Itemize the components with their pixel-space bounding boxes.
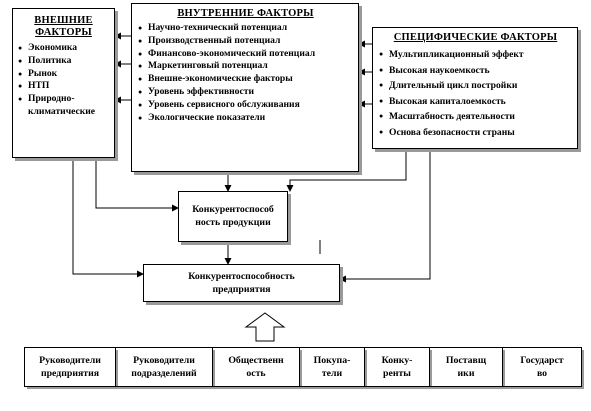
stakeholders-table: Руководители предприятия Руководители по… (24, 347, 582, 387)
list-item: Экономика (17, 42, 110, 55)
list-item: Основа безопасности страны (378, 125, 573, 141)
arrow-external-to-enterprise (72, 158, 144, 278)
cell-line: Общественн (228, 355, 284, 366)
stakeholder-buyers: Покупа- тели (299, 347, 365, 387)
stakeholder-competitors: Конку- ренты (364, 347, 430, 387)
list-item: Рынок (17, 68, 110, 81)
specific-factors-list: Мультипликационный эффект Высокая наукое… (378, 47, 573, 140)
product-competitiveness-box: Конкурентоспособ ность продукции (178, 191, 288, 242)
list-item: Масштабность деятельности (378, 109, 573, 125)
external-factors-list: Экономика Политика Рынок НТП Природно-кл… (17, 42, 110, 119)
specific-factors-title: СПЕЦИФИЧЕСКИЕ ФАКТОРЫ (393, 32, 558, 43)
specific-factors-box: СПЕЦИФИЧЕСКИЕ ФАКТОРЫ Мультипликационный… (372, 27, 578, 149)
enterprise-competitiveness-line1: Конкурентоспособность (188, 271, 295, 282)
list-item: Научно-технический потенциал (137, 22, 354, 35)
list-item: Политика (17, 55, 110, 68)
stakeholder-suppliers: Поставщ ики (429, 347, 503, 387)
list-item: Экологические показатели (137, 112, 354, 125)
enterprise-competitiveness-line2: предприятия (212, 284, 271, 295)
product-competitiveness-line2: ность продукции (195, 217, 271, 228)
internal-factors-list: Научно-технический потенциал Производств… (137, 22, 354, 124)
cell-line: во (536, 368, 548, 379)
list-item: Уровень эффективности (137, 86, 354, 99)
list-item: Мультипликационный эффект (378, 47, 573, 63)
cell-line: ость (246, 368, 266, 379)
cell-line: предприятия (40, 368, 100, 379)
stakeholder-enterprise-managers: Руководители предприятия (24, 347, 116, 387)
list-item: Внешне-экономические факторы (137, 73, 354, 86)
list-item: Длительный цикл постройки (378, 78, 573, 94)
table-row: Руководители предприятия Руководители по… (24, 347, 582, 387)
list-item: Финансово-экономический потенциал (137, 48, 354, 61)
cell-line: Покупа- (313, 355, 351, 366)
list-item: Высокая наукоемкость (378, 63, 573, 79)
cell-line: Руководители (133, 355, 195, 366)
cell-line: ренты (383, 368, 411, 379)
list-item: НТП (17, 80, 110, 93)
list-item: Маркетинговый потенциал (137, 60, 354, 73)
cell-line: Поставщ (445, 355, 487, 366)
list-item: Высокая капиталоемкость (378, 94, 573, 110)
enterprise-competitiveness-box: Конкурентоспособность предприятия (143, 264, 340, 302)
external-factors-title: ВНЕШНИЕ ФАКТОРЫ (34, 15, 93, 38)
list-item: Производственный потенциал (137, 35, 354, 48)
cell-line: ики (457, 368, 475, 379)
product-competitiveness-line1: Конкурентоспособ (192, 204, 274, 215)
cell-line: Государст (520, 355, 564, 366)
cell-line: подразделений (131, 368, 197, 379)
cell-line: Конку- (381, 355, 413, 366)
list-item: Уровень сервисного обслуживания (137, 99, 354, 112)
internal-factors-box: ВНУТРЕННИЕ ФАКТОРЫ Научно-технический по… (131, 3, 359, 172)
stakeholder-division-managers: Руководители подразделений (115, 347, 213, 387)
stakeholder-state: Государст во (502, 347, 582, 387)
internal-factors-title: ВНУТРЕННИЕ ФАКТОРЫ (177, 8, 314, 19)
cell-line: Руководители (39, 355, 101, 366)
cell-line: тели (321, 368, 343, 379)
hollow-up-arrow (244, 312, 286, 342)
external-factors-box: ВНЕШНИЕ ФАКТОРЫ Экономика Политика Рынок… (12, 8, 115, 158)
list-item: Природно-климатические (17, 93, 98, 119)
stakeholder-public: Общественн ость (212, 347, 300, 387)
